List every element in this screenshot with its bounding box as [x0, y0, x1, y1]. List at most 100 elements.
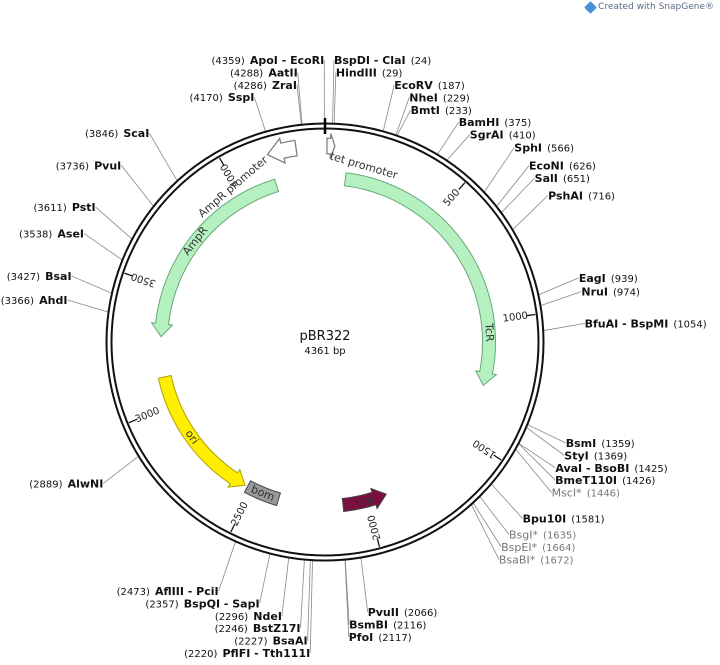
site-name: BsmBI: [349, 619, 388, 632]
feature-bom: [243, 480, 281, 507]
site-alwni[interactable]: (2889) AlwNI: [29, 472, 103, 491]
site-pflfi-tth111i[interactable]: (2220) PflFI - Tth111I: [184, 642, 310, 661]
site-sphi[interactable]: SphI (566): [514, 136, 574, 155]
site-bsgi-[interactable]: BsgI* (1635): [509, 523, 576, 542]
site-label: (2357) BspQI - SapI: [145, 592, 259, 611]
site-bsai[interactable]: (3427) BsaI: [7, 265, 72, 284]
site-asei[interactable]: (3538) AseI: [19, 223, 84, 242]
site-zrai[interactable]: (4286) ZraI: [234, 74, 297, 93]
site-name: SspI: [228, 91, 254, 104]
site-label: (2296) NdeI: [215, 605, 282, 624]
site-bsaai[interactable]: (2227) BsaAI: [234, 630, 307, 649]
site-econi[interactable]: EcoNI (626): [529, 155, 596, 174]
site-bsmi[interactable]: BsmI (1359): [566, 432, 635, 451]
site-leader: [540, 291, 582, 306]
site-name: NheI: [409, 91, 438, 104]
site-name: MscI*: [552, 487, 583, 500]
site-pfoi[interactable]: PfoI (2117): [349, 626, 412, 645]
site-sspi[interactable]: (4170) SspI: [190, 86, 255, 105]
site-bspdi-clai[interactable]: BspDI - ClaI (24): [334, 49, 431, 68]
site-nhei[interactable]: NheI (229): [409, 86, 470, 105]
site-label: PvuII (2066): [368, 601, 438, 620]
feature-label-rop: rop: [354, 492, 375, 509]
site-leader: [395, 97, 410, 135]
site-position: (24): [411, 56, 432, 67]
site-leader: [538, 277, 580, 296]
site-bmet110i[interactable]: BmeT110I (1426): [555, 469, 655, 488]
site-position: (1446): [587, 489, 620, 500]
site-bpu10i[interactable]: Bpu10I (1581): [523, 508, 605, 527]
tick-label: 500: [442, 187, 463, 209]
site-position: (29): [382, 69, 403, 80]
site-leader: [259, 553, 271, 604]
site-position: (3366): [1, 296, 34, 307]
site-styi[interactable]: StyI (1369): [564, 444, 627, 463]
site-ecorv[interactable]: EcoRV (187): [394, 74, 465, 93]
site-apoi-ecori[interactable]: (4359) ApoI - EcoRI: [211, 49, 324, 68]
site-bmti[interactable]: BmtI (233): [411, 99, 472, 118]
site-position: (375): [504, 118, 531, 129]
site-position: (1425): [634, 464, 667, 475]
site-bfuai-bspmi[interactable]: BfuAI - BspMI (1054): [585, 312, 707, 331]
site-aatii[interactable]: (4288) AatII: [230, 61, 298, 80]
site-avai-bsobi[interactable]: AvaI - BsoBI (1425): [555, 457, 667, 476]
site-bsabi-[interactable]: BsaBI* (1672): [499, 548, 574, 567]
site-sgrai[interactable]: SgrAI (410): [470, 124, 536, 143]
site-psti[interactable]: (3611) PstI: [33, 196, 95, 215]
site-ndei[interactable]: (2296) NdeI: [215, 605, 282, 624]
site-nrui[interactable]: NruI (974): [581, 281, 640, 300]
site-label: StyI (1369): [564, 444, 627, 463]
site-pshai[interactable]: PshAI (716): [548, 184, 615, 203]
site-name: EagI: [579, 272, 606, 285]
tick-mark: [128, 418, 138, 424]
site-position: (1369): [594, 451, 627, 462]
site-scai[interactable]: (3846) ScaI: [85, 122, 149, 141]
site-name: NruI: [581, 286, 608, 299]
site-label: (4359) ApoI - EcoRI: [211, 49, 324, 68]
site-label: SalI (651): [535, 167, 590, 186]
site-name: BsaBI*: [499, 553, 536, 566]
site-label: BamHI (375): [459, 111, 532, 130]
site-leader: [83, 233, 123, 261]
tick-mark: [458, 182, 466, 190]
site-bspei-[interactable]: BspEI* (1664): [501, 536, 575, 555]
site-bamhi[interactable]: BamHI (375): [459, 111, 532, 130]
site-pvui[interactable]: (3736) PvuI: [56, 154, 122, 173]
site-position: (626): [569, 162, 596, 173]
site-afliii-pcii[interactable]: (2473) AflIII - PciI: [117, 580, 219, 599]
site-position: (2066): [404, 608, 437, 619]
site-bstz17i[interactable]: (2246) BstZ17I: [215, 617, 301, 636]
site-leader: [479, 496, 510, 535]
site-position: (2889): [29, 479, 62, 490]
tick-label: 3000: [134, 406, 162, 426]
site-label: (4170) SspI: [190, 86, 255, 105]
site-label: EcoRV (187): [394, 74, 465, 93]
site-position: (2473): [117, 587, 150, 598]
site-position: (2220): [184, 649, 217, 660]
tick-mark: [376, 538, 381, 548]
site-label: BmeT110I (1426): [555, 469, 655, 488]
site-sali[interactable]: SalI (651): [535, 167, 590, 186]
site-position: (1581): [571, 515, 604, 526]
site-hindiii[interactable]: HindIII (29): [336, 62, 403, 81]
site-name: BsaI: [45, 270, 71, 283]
site-leader: [344, 560, 350, 638]
feature-rop: [341, 487, 387, 513]
site-label: SgrAI (410): [470, 124, 536, 143]
site-name: AseI: [57, 228, 84, 241]
site-eagi[interactable]: EagI (939): [579, 267, 638, 286]
site-bspqi-sapi[interactable]: (2357) BspQI - SapI: [145, 592, 259, 611]
center-title: pBR322 4361 bp: [299, 329, 350, 357]
site-bsmbi[interactable]: BsmBI (2116): [349, 614, 426, 633]
site-ahdi[interactable]: (3366) AhdI: [1, 289, 68, 308]
site-position: (1635): [543, 530, 576, 541]
site-msci-[interactable]: MscI* (1446): [552, 482, 620, 501]
site-leader: [300, 560, 305, 629]
site-leader: [253, 97, 266, 132]
site-name: PvuI: [94, 159, 121, 172]
site-pvuii[interactable]: PvuII (2066): [368, 601, 438, 620]
site-leader: [103, 456, 139, 484]
site-name: PflFI - Tth111I: [223, 647, 311, 660]
site-position: (4170): [190, 93, 223, 104]
credit-text: Created with SnapGene®: [598, 2, 714, 12]
